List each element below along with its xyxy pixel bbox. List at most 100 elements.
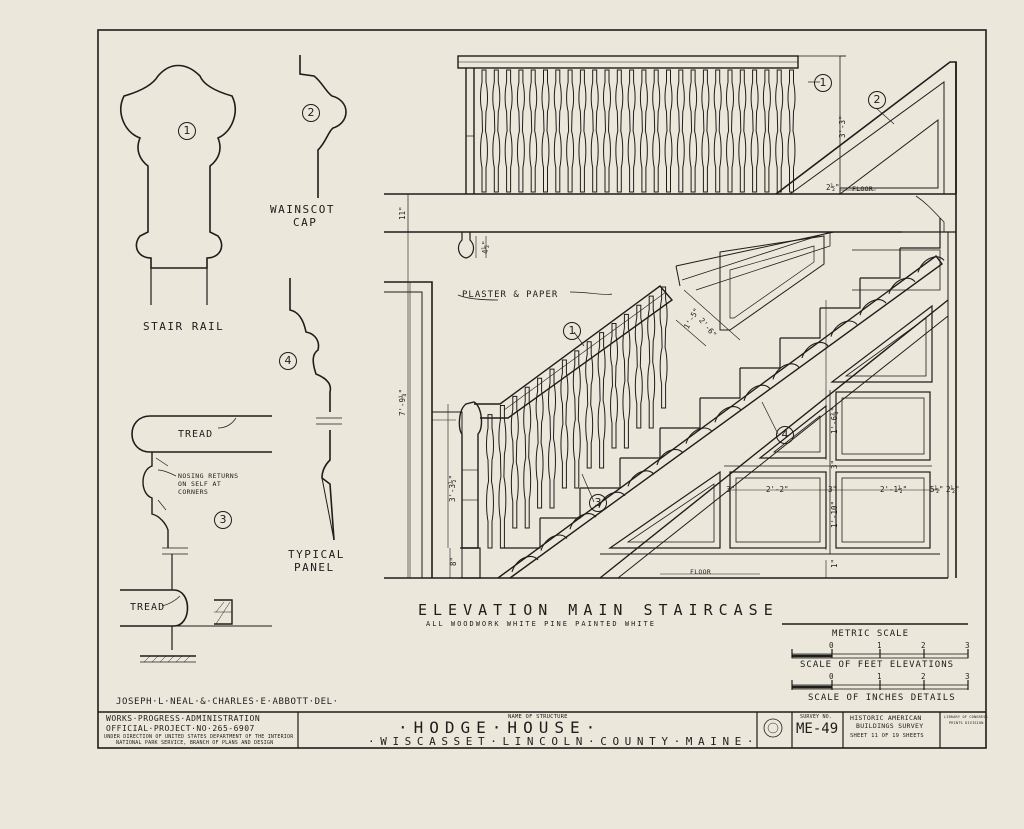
metric-scale-label: METRIC SCALE bbox=[832, 629, 910, 639]
tread-label-bottom: TREAD bbox=[130, 602, 166, 613]
baluster bbox=[634, 304, 643, 429]
baluster bbox=[787, 69, 796, 193]
callout-elev-2: 2 bbox=[868, 91, 886, 109]
name-of-structure-label: NAME OF STRUCTURE bbox=[508, 714, 568, 720]
baluster bbox=[664, 69, 673, 193]
tread-nosing-top bbox=[131, 415, 272, 453]
baluster bbox=[627, 69, 636, 193]
feet-tick-2: 2 bbox=[921, 672, 926, 681]
baluster bbox=[516, 69, 525, 193]
floor-note-upper: FLOOR bbox=[852, 185, 874, 193]
panel-rect-b bbox=[729, 471, 827, 549]
loc-line-2: PRINTS DIVISION bbox=[949, 721, 984, 725]
dim-base: 8" bbox=[449, 556, 458, 566]
feet-scale-label: SCALE OF FEET ELEVATIONS bbox=[800, 660, 955, 670]
baluster bbox=[689, 69, 698, 193]
tread-riser bbox=[500, 518, 541, 549]
tread-riser bbox=[820, 278, 861, 309]
stair-rail-label: STAIR RAIL bbox=[143, 320, 225, 333]
baluster bbox=[541, 69, 550, 193]
baluster bbox=[529, 69, 538, 193]
baluster bbox=[622, 313, 631, 449]
tread-riser bbox=[740, 338, 781, 369]
feet-tick-3: 3 bbox=[965, 672, 970, 681]
baluster bbox=[775, 69, 784, 193]
dim-panel-gap: 3" bbox=[830, 459, 839, 469]
tread-riser bbox=[660, 398, 701, 429]
typical-panel-label-2: PANEL bbox=[294, 561, 335, 574]
baluster bbox=[603, 69, 611, 193]
survey-number: ME-49 bbox=[796, 721, 839, 737]
feet-tick-0: 0 bbox=[829, 672, 834, 681]
baluster bbox=[659, 286, 668, 409]
newel-drop bbox=[457, 232, 475, 259]
dim-gap-b: 3" bbox=[828, 485, 838, 494]
callout-typical-panel: 4 bbox=[279, 352, 297, 370]
metric-tick-1: 1 bbox=[877, 641, 882, 650]
dim-panel-width-right: 2'-1½" bbox=[880, 485, 908, 494]
dim-newel-drop: 4½" bbox=[481, 240, 490, 254]
inches-scale-label: SCALE OF INCHES DETAILS bbox=[808, 693, 956, 703]
callout-stair-rail: 1 bbox=[178, 122, 196, 140]
baluster bbox=[590, 69, 599, 193]
callout-wainscot-cap: 2 bbox=[302, 104, 320, 122]
stair-handrail bbox=[474, 285, 674, 419]
upper-balusters bbox=[480, 69, 796, 193]
dim-panel-width-left: 2'-2" bbox=[766, 485, 789, 494]
wainscot-cap-label-1: WAINSCOT bbox=[270, 203, 335, 216]
panel-rect-c bbox=[835, 471, 931, 549]
baluster bbox=[615, 69, 624, 193]
stair-balusters bbox=[486, 286, 668, 549]
plaster-note: PLASTER & PAPER bbox=[462, 290, 559, 300]
stair-rail-profile bbox=[120, 64, 236, 269]
dim-bottom-base: 1" bbox=[830, 558, 839, 568]
dim-panel-height-upper: 1'-6¾" bbox=[830, 406, 839, 434]
callout-nosing: 3 bbox=[214, 511, 232, 529]
baluster bbox=[566, 69, 575, 193]
dim-gap-a: 3" bbox=[726, 485, 736, 494]
callout-elev-3: 3 bbox=[589, 494, 607, 512]
elevation-subtitle: ALL WOODWORK WHITE PINE PAINTED WHITE bbox=[426, 620, 656, 628]
baluster bbox=[610, 323, 618, 449]
dim-floor-thickness: 11" bbox=[398, 206, 407, 220]
baluster bbox=[713, 69, 722, 193]
baluster bbox=[523, 386, 532, 529]
metric-tick-0: 0 bbox=[829, 641, 834, 650]
metric-tick-3: 3 bbox=[965, 641, 970, 650]
baluster bbox=[498, 405, 507, 549]
panel-triangle-right bbox=[830, 304, 933, 383]
baluster bbox=[510, 395, 519, 529]
structure-name: ·HODGE·HOUSE· bbox=[398, 718, 602, 737]
loc-line-1: LIBRARY OF CONGRESS bbox=[944, 715, 988, 719]
survey-no-label: SURVEY NO. bbox=[800, 714, 833, 720]
metric-tick-2: 2 bbox=[921, 641, 926, 650]
dim-panel-height-lower: 1'-10" bbox=[830, 500, 839, 528]
tread-riser bbox=[620, 428, 661, 459]
feet-tick-1: 1 bbox=[877, 672, 882, 681]
baluster bbox=[548, 368, 556, 509]
dim-top-rise: 2½" bbox=[826, 183, 840, 192]
tread-riser bbox=[860, 248, 901, 279]
habs-line-1: HISTORIC AMERICAN bbox=[850, 714, 922, 722]
dim-right-edge: 5½" bbox=[930, 485, 944, 494]
baluster bbox=[553, 69, 562, 193]
agency-line-2: OFFICIAL·PROJECT·NO·265-6907 bbox=[106, 724, 255, 733]
baluster bbox=[492, 69, 501, 193]
baluster bbox=[750, 69, 759, 193]
baluster bbox=[738, 69, 747, 193]
sheet-border bbox=[97, 29, 987, 749]
baluster bbox=[585, 341, 594, 469]
newel-post bbox=[458, 401, 483, 549]
agency-line-3: UNDER DIRECTION OF UNITED STATES DEPARTM… bbox=[104, 734, 294, 740]
dim-wall-height: 7'-9¼" bbox=[398, 388, 407, 416]
door-casing bbox=[384, 281, 433, 578]
callout-elev-4: 4 bbox=[776, 426, 794, 444]
callout-elev-1-upper: 1 bbox=[814, 74, 832, 92]
stringer-scallops bbox=[511, 256, 945, 573]
tread-riser bbox=[700, 368, 741, 399]
elevation-title: ELEVATION MAIN STAIRCASE bbox=[418, 601, 779, 619]
wainscot-cap-label-2: CAP bbox=[293, 216, 318, 229]
baluster bbox=[652, 69, 661, 193]
baluster bbox=[639, 69, 648, 193]
baluster bbox=[486, 414, 494, 549]
